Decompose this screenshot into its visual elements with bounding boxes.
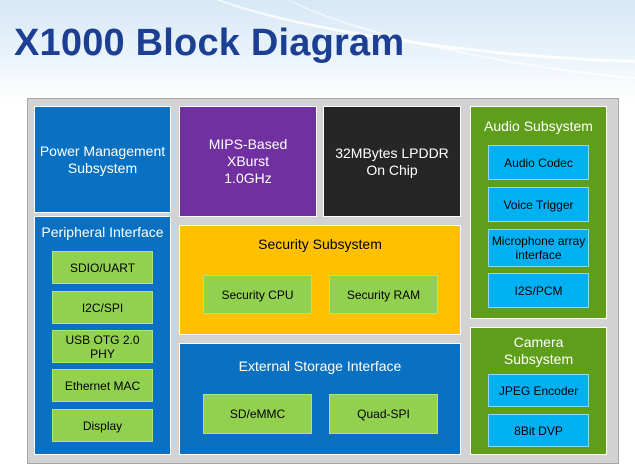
camera-subsystem-block: Camera Subsystem JPEG Encoder 8Bit DVP [470, 327, 607, 455]
external-storage-title: External Storage Interface [238, 358, 402, 374]
i2c-spi-item: I2C/SPI [52, 291, 153, 324]
quad-spi-item: Quad-SPI [329, 394, 438, 434]
jpeg-encoder-item: JPEG Encoder [488, 374, 589, 407]
mips-cpu-label: MIPS-Based XBurst 1.0GHz [208, 136, 288, 186]
ethernet-mac-item: Ethernet MAC [52, 369, 153, 402]
audio-subsystem-title: Audio Subsystem [484, 118, 593, 134]
peripheral-interface-block: Peripheral Interface SDIO/UART I2C/SPI U… [34, 216, 171, 455]
external-storage-block: External Storage Interface SD/eMMC Quad-… [179, 343, 461, 455]
dvp-item: 8Bit DVP [488, 414, 589, 447]
sdio-uart-item: SDIO/UART [52, 251, 153, 284]
sd-emmc-item: SD/eMMC [203, 394, 312, 434]
mips-cpu-block: MIPS-Based XBurst 1.0GHz [179, 106, 317, 217]
security-subsystem-block: Security Subsystem Security CPU Security… [179, 225, 461, 335]
voice-trigger-item: Voice Trigger [488, 187, 589, 222]
microphone-array-item: Microphone array interface [488, 229, 589, 267]
lpddr-block: 32MBytes LPDDR On Chip [323, 106, 461, 217]
display-item: Display [52, 409, 153, 442]
power-management-block: Power Management Subsystem [34, 106, 171, 213]
header-background [0, 0, 635, 111]
i2s-pcm-item: I2S/PCM [488, 273, 589, 308]
audio-codec-item: Audio Codec [488, 145, 589, 180]
security-cpu-item: Security CPU [203, 275, 312, 314]
usb-otg-item: USB OTG 2.0 PHY [52, 330, 153, 363]
audio-subsystem-block: Audio Subsystem Audio Codec Voice Trigge… [470, 106, 607, 319]
security-ram-item: Security RAM [329, 275, 438, 314]
power-management-label: Power Management Subsystem [39, 142, 166, 176]
camera-subsystem-title: Camera Subsystem [503, 334, 574, 367]
security-subsystem-title: Security Subsystem [258, 236, 382, 252]
page-title: X1000 Block Diagram [14, 22, 405, 64]
peripheral-interface-title: Peripheral Interface [41, 224, 164, 240]
lpddr-label: 32MBytes LPDDR On Chip [335, 144, 449, 178]
